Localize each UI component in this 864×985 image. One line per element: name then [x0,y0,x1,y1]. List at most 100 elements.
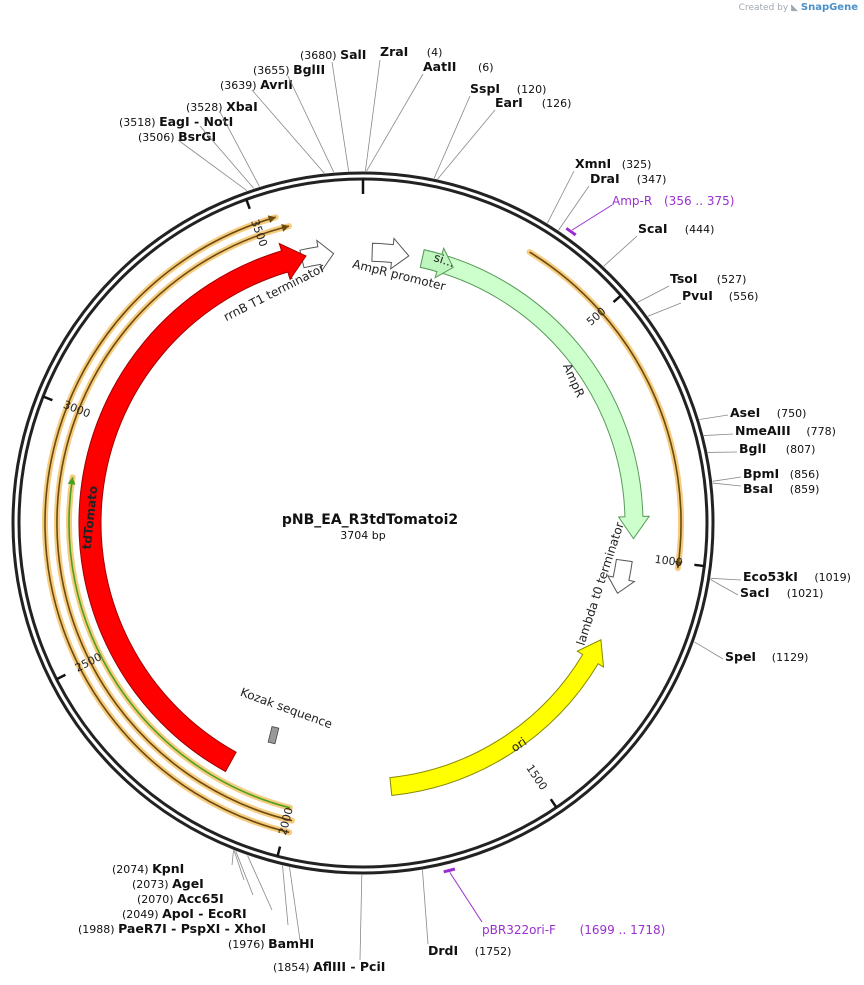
signal-sequence-arrow [419,246,454,279]
site-position: (527) [717,273,747,286]
site-leader-line [231,850,234,866]
site-name: EagI [159,114,190,129]
primer-name: pBR322ori-F [482,923,556,937]
primer-leader-line [571,204,613,231]
tick-mark [42,395,53,402]
site-leader-line [177,139,248,191]
site-position: (3639) [220,79,260,92]
site-position: (1129) [772,651,809,664]
kozak-sequence-mark [267,726,280,745]
site-leader-line [547,170,575,224]
site-position: (778) [806,425,836,438]
site-position: (4) [427,46,443,59]
tick-label: 500 [584,305,608,329]
site-position: (1752) [475,945,512,958]
site-name: SspI [470,81,500,96]
site-leader-line [287,75,335,173]
tick-mark [276,846,282,857]
site-position: (807) [786,443,816,456]
site-name-extra: - EcoRI [194,906,247,921]
site-leader-line [647,302,682,317]
site-name: NmeAIII [735,423,791,438]
watermark-brand: SnapGene [800,2,858,13]
ampr-promoter-arrow [371,237,410,270]
site-name: BamHI [268,936,314,951]
site-name: ScaI [638,221,668,236]
site-name-extra: - PspXI [167,921,221,936]
site-name: SpeI [725,649,756,664]
site-name-extra: - XhoI [220,921,266,936]
site-position: (126) [542,97,572,110]
site-leader-line [699,414,729,420]
site-leader-line [422,869,429,945]
site-layer: ZraI(4)AatII(6)SspI(120)EarI(126)XmnI(32… [78,44,851,974]
primer-mark [565,227,577,237]
site-name: Acc65I [177,891,224,906]
site-name: SalI [340,47,366,62]
tick-mark [612,294,622,304]
primer-name: Amp-R [612,194,652,208]
site-position: (325) [622,158,652,171]
watermark-prefix: Created by [738,3,789,13]
tick-mark [245,198,251,210]
site-position: (3518) [119,116,159,129]
site-leader-line [247,855,273,911]
backbone-outer-circle [11,171,715,875]
snapgene-watermark: Created by ◣ SnapGene [739,2,858,13]
ampr-arrow [419,249,651,540]
site-position: (2049) [122,908,162,921]
site-leader-line [710,577,742,581]
kozak-sequence-label: Kozak sequence [238,685,334,731]
site-leader-line [603,235,638,267]
tick-mark [549,798,558,809]
primer-range: (356 .. 375) [664,194,734,208]
site-position: (3506) [138,131,178,144]
orf-middle-line [56,225,293,822]
site-position: (347) [637,173,667,186]
site-name: AgeI [172,876,204,891]
site-leader-line [437,109,496,180]
site-label: (2074) KpnI [112,861,184,876]
site-label: (1988) PaeR7I - PspXI - XhoI [78,921,266,936]
site-leader-line [233,850,245,881]
site-name: DrdI [428,943,458,958]
site-position: (1021) [787,587,824,600]
site-position: (556) [729,290,759,303]
site-name: AflIII [313,959,346,974]
orf-outer-arrowhead [267,215,276,224]
orf-ampr-line [529,251,682,569]
site-leader-line [199,125,255,189]
site-leader-line [331,61,350,172]
site-label: (3518) EagI - NotI [119,114,233,129]
site-name: KpnI [152,861,184,876]
site-leader-line [251,89,325,174]
site-position: (3655) [253,64,293,77]
orf-middle-arrowhead [281,223,289,232]
site-label: (2073) AgeI [132,876,204,891]
site-name: PaeR7I [118,921,167,936]
site-position: (6) [478,61,494,74]
site-leader-line [712,482,742,487]
ori-arrow [389,639,605,797]
tick-label: 1000 [654,553,683,569]
site-position: (444) [685,223,715,236]
site-leader-line [366,73,424,172]
site-label: (2049) ApoI - EcoRI [122,906,247,921]
site-leader-line [364,59,381,172]
site-name: PvuI [682,288,713,303]
site-name: AseI [730,405,760,420]
plasmid-name: pNB_EA_R3tdTomatoi2 [282,512,458,528]
site-name: ApoI [162,906,194,921]
site-leader-line [289,867,301,941]
site-leader-line [558,185,590,231]
site-position: (2074) [112,863,152,876]
snapgene-logo-icon: ◣ [791,3,798,13]
site-leader-line [694,641,724,660]
site-leader-line [359,874,363,961]
site-label: (1854) AflIII - PciI [273,959,385,974]
site-name: XbaI [226,99,258,114]
site-position: (2073) [132,878,172,891]
primer-range: (1699 .. 1718) [580,923,666,937]
site-name-extra: - NotI [190,114,234,129]
site-position: (1854) [273,961,313,974]
